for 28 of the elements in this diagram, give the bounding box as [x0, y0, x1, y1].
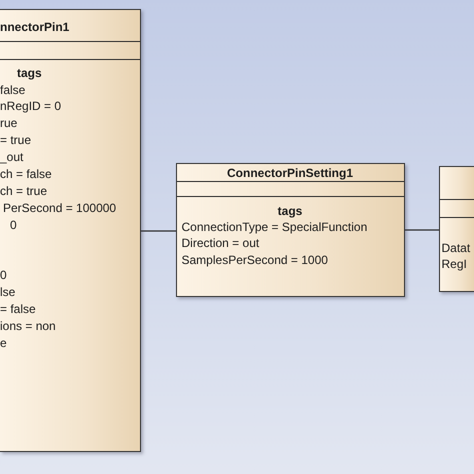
connector-line [405, 229, 439, 231]
tagged-value: PerSecond = 100000 [3, 200, 116, 215]
tagged-value: ConnectionType = SpecialFunction [182, 220, 368, 234]
tagged-value: _out [0, 150, 24, 164]
class-box [176, 163, 405, 297]
tagged-value: e [0, 336, 7, 350]
tagged-value: Direction = out [182, 236, 260, 250]
tagged-value: Datat [442, 240, 470, 254]
tagged-value: = true [0, 133, 32, 148]
class-name: ConnectorPinSetting1 [227, 166, 353, 180]
tagged-value: ch = true [0, 184, 48, 198]
tagged-value: nRegID = 0 [0, 99, 62, 114]
connector-line [141, 230, 176, 232]
tagged-value: RegI [442, 256, 467, 270]
tagged-value: false [0, 82, 26, 96]
tagged-value: ch = false [0, 167, 52, 181]
compartment-header: tags [278, 204, 302, 218]
tagged-value: rue [0, 116, 18, 130]
tagged-value: ions = non [0, 319, 56, 334]
tagged-value: lse [0, 285, 16, 300]
class-name: nnectorPin1 [0, 20, 70, 34]
compartment-header: tags [17, 66, 42, 80]
tagged-value: = false [0, 302, 36, 316]
tagged-value: SamplesPerSecond = 1000 [182, 252, 328, 266]
tagged-value: 0 [10, 218, 17, 232]
tagged-value: 0 [0, 268, 7, 282]
class-box [0, 9, 141, 452]
class-box [439, 166, 474, 292]
